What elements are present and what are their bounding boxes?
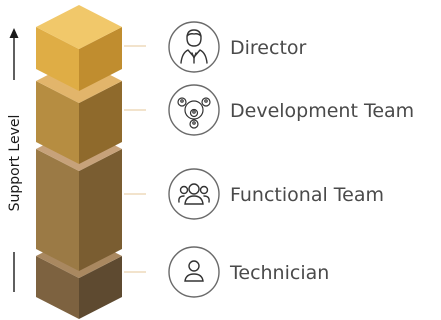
director-block-right-face (79, 27, 122, 91)
director-block-left-face (36, 27, 79, 91)
functional-team-block-right-face (79, 149, 122, 271)
director-icon-badge (168, 21, 220, 73)
functional-team-icon-badge (168, 168, 220, 220)
functional-team-group-icon (178, 183, 210, 205)
axis-arrow-head-icon (9, 28, 19, 38)
director-block (36, 5, 122, 91)
development-team-label: Development Team (230, 100, 414, 122)
support-level-axis: Support Level (7, 28, 23, 292)
development-team-network-icon (177, 97, 211, 129)
technician-icon-badge (168, 246, 220, 298)
functional-team-block-left-face (36, 149, 79, 271)
axis-label: Support Level (7, 115, 23, 212)
director-label: Director (230, 37, 307, 59)
technician-label: Technician (229, 262, 329, 284)
technician-block-left-face (36, 256, 79, 319)
development-team-block-right-face (79, 81, 122, 164)
development-team-icon-badge (168, 84, 220, 136)
functional-team-label: Functional Team (230, 184, 384, 206)
director-person-icon (180, 29, 208, 64)
technician-block-right-face (79, 256, 122, 319)
director-block-top-face (36, 5, 122, 49)
connectors (124, 45, 146, 273)
technician-user-icon (184, 260, 204, 282)
development-team-block-left-face (36, 81, 79, 164)
